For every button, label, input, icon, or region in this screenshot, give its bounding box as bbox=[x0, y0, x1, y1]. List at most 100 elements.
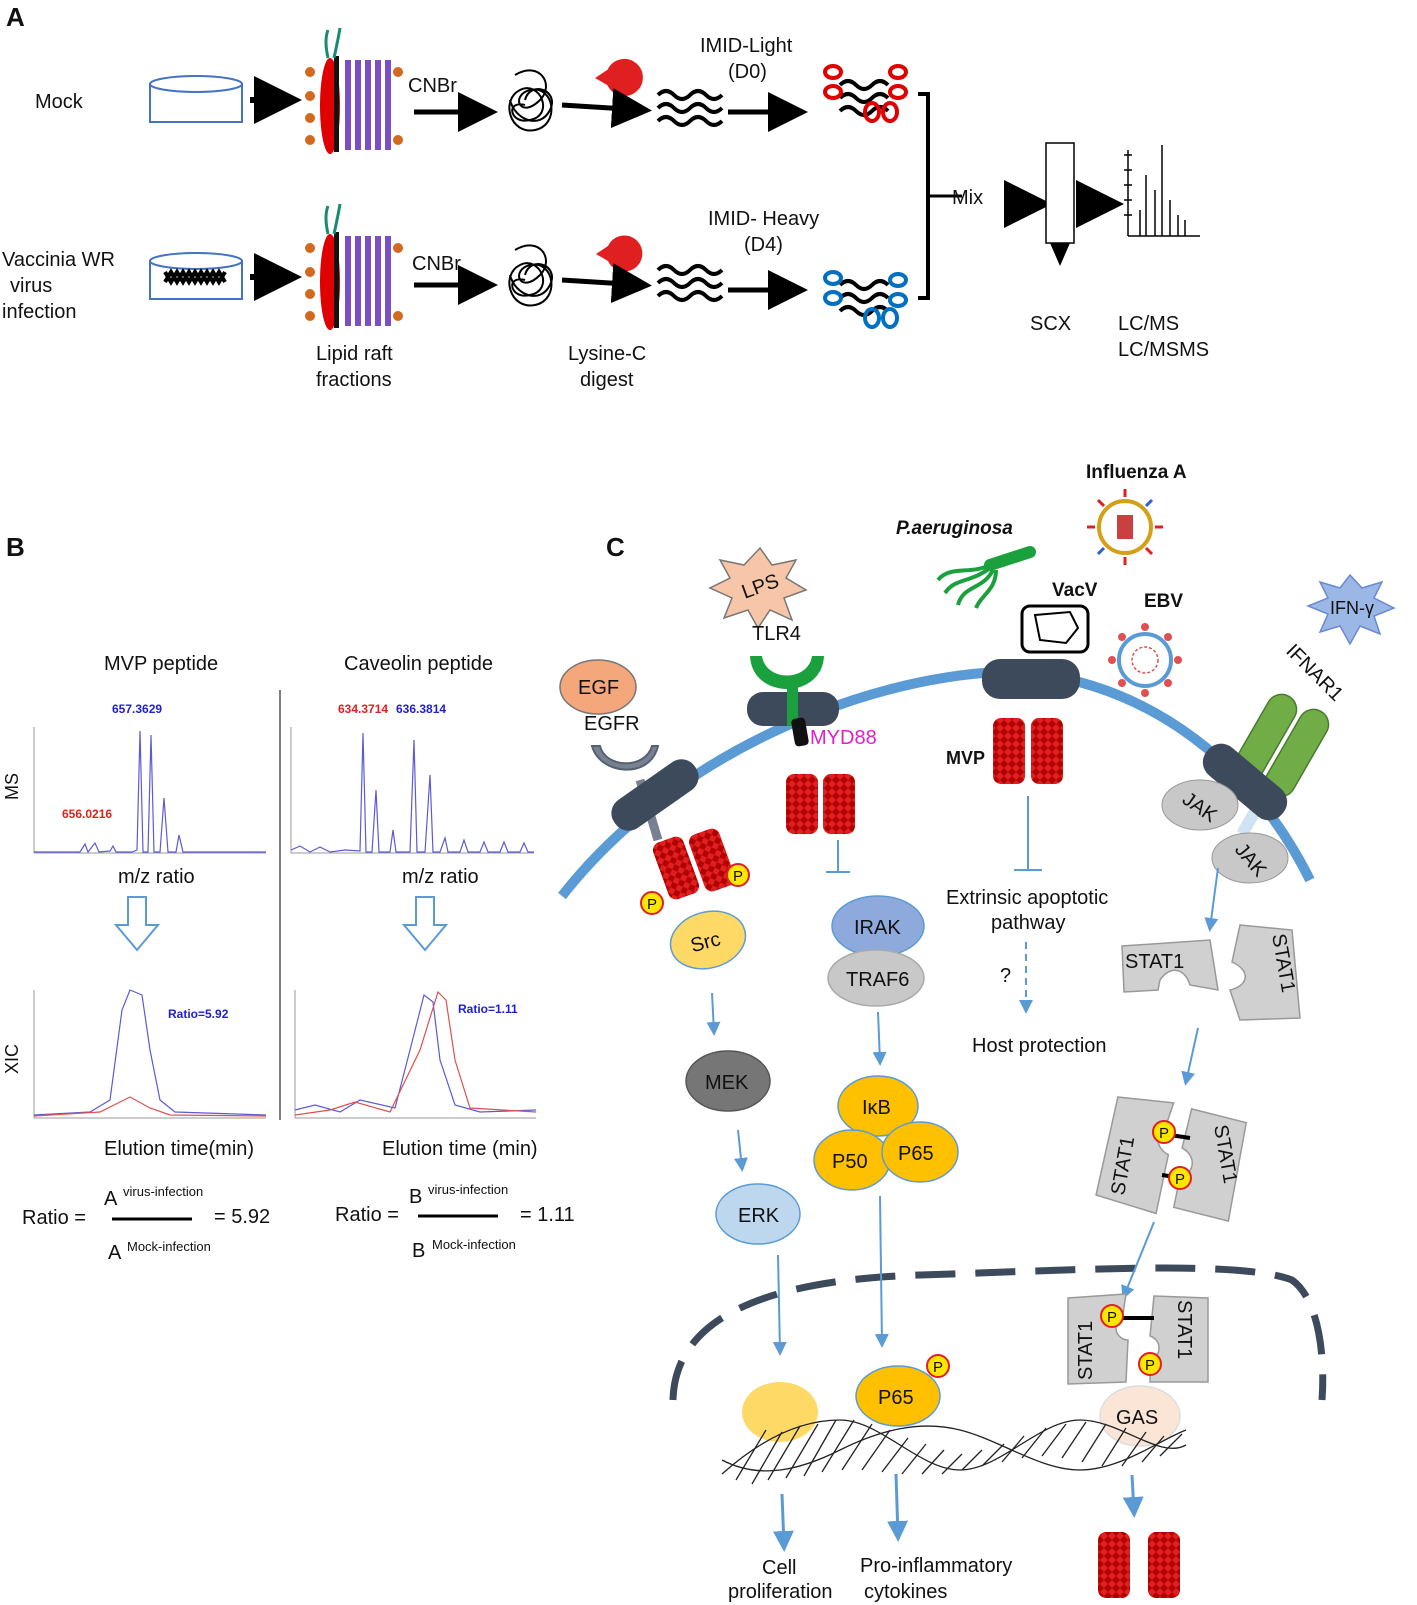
p65-node bbox=[881, 1121, 959, 1183]
ms-peak-label-cav-blue: 636.3814 bbox=[396, 702, 446, 716]
irak-label: IRAK bbox=[854, 917, 901, 939]
ikb-node bbox=[837, 1075, 919, 1137]
ifnar-membrane-block bbox=[1202, 743, 1288, 821]
myd88-label: MYD88 bbox=[810, 727, 877, 749]
p65-nuclear-label: P65 bbox=[878, 1387, 914, 1409]
panel-c-label: C bbox=[606, 532, 625, 562]
mvp-barrels-output bbox=[1098, 1532, 1180, 1598]
influenza-virus-icon bbox=[1087, 489, 1163, 565]
p50-label: P50 bbox=[832, 1151, 868, 1173]
imid-light-d0: (D0) bbox=[728, 61, 767, 83]
peptides-icon-1 bbox=[656, 89, 724, 127]
down-arrow-icon-right bbox=[401, 896, 449, 952]
stat1-monomer-2 bbox=[1229, 924, 1301, 1021]
stat1-monomer-1 bbox=[1121, 939, 1219, 993]
caveolin-peptide-title: Caveolin peptide bbox=[344, 653, 493, 675]
formula-left-den-sup: Mock-infection bbox=[127, 1239, 211, 1254]
arrow-output-prolif bbox=[772, 1493, 794, 1552]
lcms-label: LC/MS bbox=[1118, 313, 1179, 335]
arrow-nfkb-nucleus bbox=[874, 1195, 889, 1348]
peptides-icon-2 bbox=[656, 264, 724, 302]
src-node bbox=[669, 910, 747, 970]
row-mock-label: Mock bbox=[35, 91, 84, 113]
host-protection-label: Host protection bbox=[972, 1035, 1107, 1057]
phospho-icon-egfr-1: P bbox=[640, 891, 664, 915]
p65-label: P65 bbox=[898, 1143, 934, 1165]
infected-dish-icon bbox=[149, 252, 243, 300]
mock-dish-icon bbox=[149, 75, 243, 123]
lysc-enzyme-icon-2 bbox=[596, 235, 643, 272]
egfr-receptor-icon bbox=[590, 745, 660, 771]
lps-starburst-icon bbox=[708, 546, 808, 630]
erk-node bbox=[715, 1183, 801, 1245]
lysc-enzyme-icon-1 bbox=[595, 59, 643, 96]
ikb-label: IκB bbox=[862, 1097, 891, 1119]
arrow-dimer-nucleus bbox=[1121, 1221, 1155, 1300]
stat1-dimer-nucleus bbox=[1067, 1293, 1209, 1385]
svg-text:P: P bbox=[733, 868, 743, 885]
lipid-raft-label-2: fractions bbox=[316, 369, 392, 391]
egfr-label: EGFR bbox=[584, 713, 640, 735]
nuclear-membrane bbox=[669, 1264, 1327, 1401]
elution-label-left: Elution time(min) bbox=[104, 1138, 254, 1160]
ratio-label-cav: Ratio=1.11 bbox=[458, 1002, 518, 1016]
egf-label: EGF bbox=[578, 677, 619, 699]
traf6-node bbox=[827, 949, 925, 1007]
arrow-erk-nucleus bbox=[772, 1254, 787, 1356]
arrow-output-cytokines bbox=[887, 1473, 909, 1542]
arrow-output-mvp bbox=[1122, 1474, 1144, 1518]
gas-label: GAS bbox=[1116, 1407, 1158, 1429]
myd88-adaptor-icon bbox=[791, 717, 809, 747]
arrow-jak-stat bbox=[1204, 867, 1219, 932]
egf-ligand bbox=[559, 659, 637, 715]
lipid-raft-membrane-icon-2 bbox=[305, 203, 403, 330]
jak-1 bbox=[1161, 779, 1239, 831]
erk-label: ERK bbox=[738, 1205, 780, 1227]
cell-prolif-label-2: proliferation bbox=[728, 1581, 833, 1603]
arrow-digest-2 bbox=[561, 263, 652, 304]
mvp-barrels-tlr bbox=[786, 774, 855, 834]
paeruginosa-label: P.aeruginosa bbox=[896, 518, 1013, 539]
mek-node bbox=[685, 1050, 771, 1112]
protein-tangle-icon-1 bbox=[508, 69, 553, 132]
mvp-peptide-title: MVP peptide bbox=[104, 653, 218, 675]
imid-heavy-d4: (D4) bbox=[744, 234, 783, 256]
xic-chromatogram-mvp bbox=[33, 989, 267, 1119]
arrow-mek-erk bbox=[733, 1129, 748, 1172]
dna-helix bbox=[721, 1419, 1187, 1485]
panel-a-label: A bbox=[6, 2, 25, 32]
stat1-dimer-p1: P bbox=[1159, 1125, 1169, 1142]
xic-axis-label: XIC bbox=[2, 1044, 22, 1074]
formula-right-den: B bbox=[412, 1240, 425, 1262]
arrow-src-mek bbox=[706, 992, 721, 1036]
proinflam-label-1: Pro-inflammatory bbox=[860, 1555, 1012, 1577]
row-vaccinia-label-3: infection bbox=[2, 301, 77, 323]
tlr4-label: TLR4 bbox=[752, 623, 801, 645]
mvp-barrels-egfr bbox=[652, 828, 736, 900]
formula-right-num: B bbox=[409, 1186, 422, 1208]
lipid-raft-membrane-icon-1 bbox=[305, 27, 403, 154]
ms-axis-label: MS bbox=[2, 773, 22, 800]
cnbr-label-2: CNBr bbox=[412, 253, 461, 275]
gas-element bbox=[1099, 1385, 1181, 1447]
proinflam-label-2: cytokines bbox=[864, 1581, 947, 1603]
vaccinia-virus-icon bbox=[1020, 604, 1090, 654]
tlr4-receptor-icon bbox=[750, 656, 824, 689]
scx-label: SCX bbox=[1030, 313, 1071, 335]
apoptotic-label-2: pathway bbox=[991, 912, 1066, 934]
traf6-label: TRAF6 bbox=[846, 969, 909, 991]
vacv-label: VacV bbox=[1052, 580, 1098, 601]
egfr-membrane-block bbox=[611, 759, 699, 831]
phospho-icon-egfr-2: P bbox=[726, 863, 750, 887]
imid-heavy-label: IMID- Heavy bbox=[708, 208, 819, 230]
cell-prolif-label-1: Cell bbox=[762, 1557, 796, 1579]
influenza-label: Influenza A bbox=[1086, 462, 1187, 483]
scx-column-icon bbox=[1045, 142, 1075, 266]
stat1-nuc-label-2: STAT1 bbox=[1173, 1300, 1195, 1359]
ms-spectrum-mvp bbox=[33, 727, 266, 854]
formula-right-num-sup: virus-infection bbox=[428, 1182, 508, 1197]
formula-right-result: = 1.11 bbox=[520, 1204, 575, 1226]
phospho-icon-p65: P bbox=[926, 1354, 950, 1378]
digest-label-1: Lysine-C bbox=[568, 343, 646, 365]
mvp-label: MVP bbox=[946, 748, 985, 768]
